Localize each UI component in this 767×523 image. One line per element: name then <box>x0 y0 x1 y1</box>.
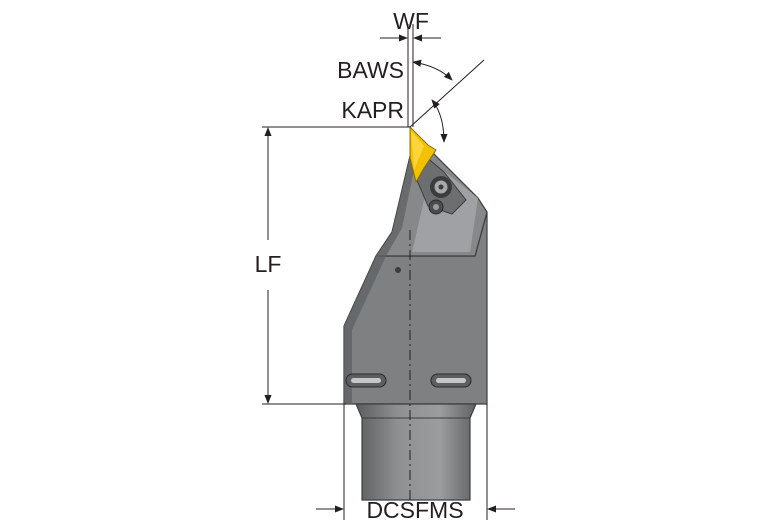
clamp-slot-right <box>430 373 472 388</box>
dcsfms-dimension <box>316 404 515 520</box>
holder-neck-shadow <box>344 156 416 404</box>
baws-label: BAWS <box>337 57 404 83</box>
clamp-slot-left <box>345 373 387 388</box>
lf-label: LF <box>255 251 282 277</box>
wf-label: WF <box>393 8 429 34</box>
holder-shank <box>355 403 477 501</box>
lf-dimension <box>262 126 410 405</box>
kapr-label: KAPR <box>341 97 404 123</box>
angle-dimension-lines <box>409 59 485 143</box>
clamp-screw <box>428 176 452 215</box>
dcsfms-label: DCSFMS <box>366 497 463 523</box>
locating-pin <box>395 267 401 273</box>
cutting-insert-highlight <box>411 131 424 170</box>
holder-body <box>343 141 488 405</box>
